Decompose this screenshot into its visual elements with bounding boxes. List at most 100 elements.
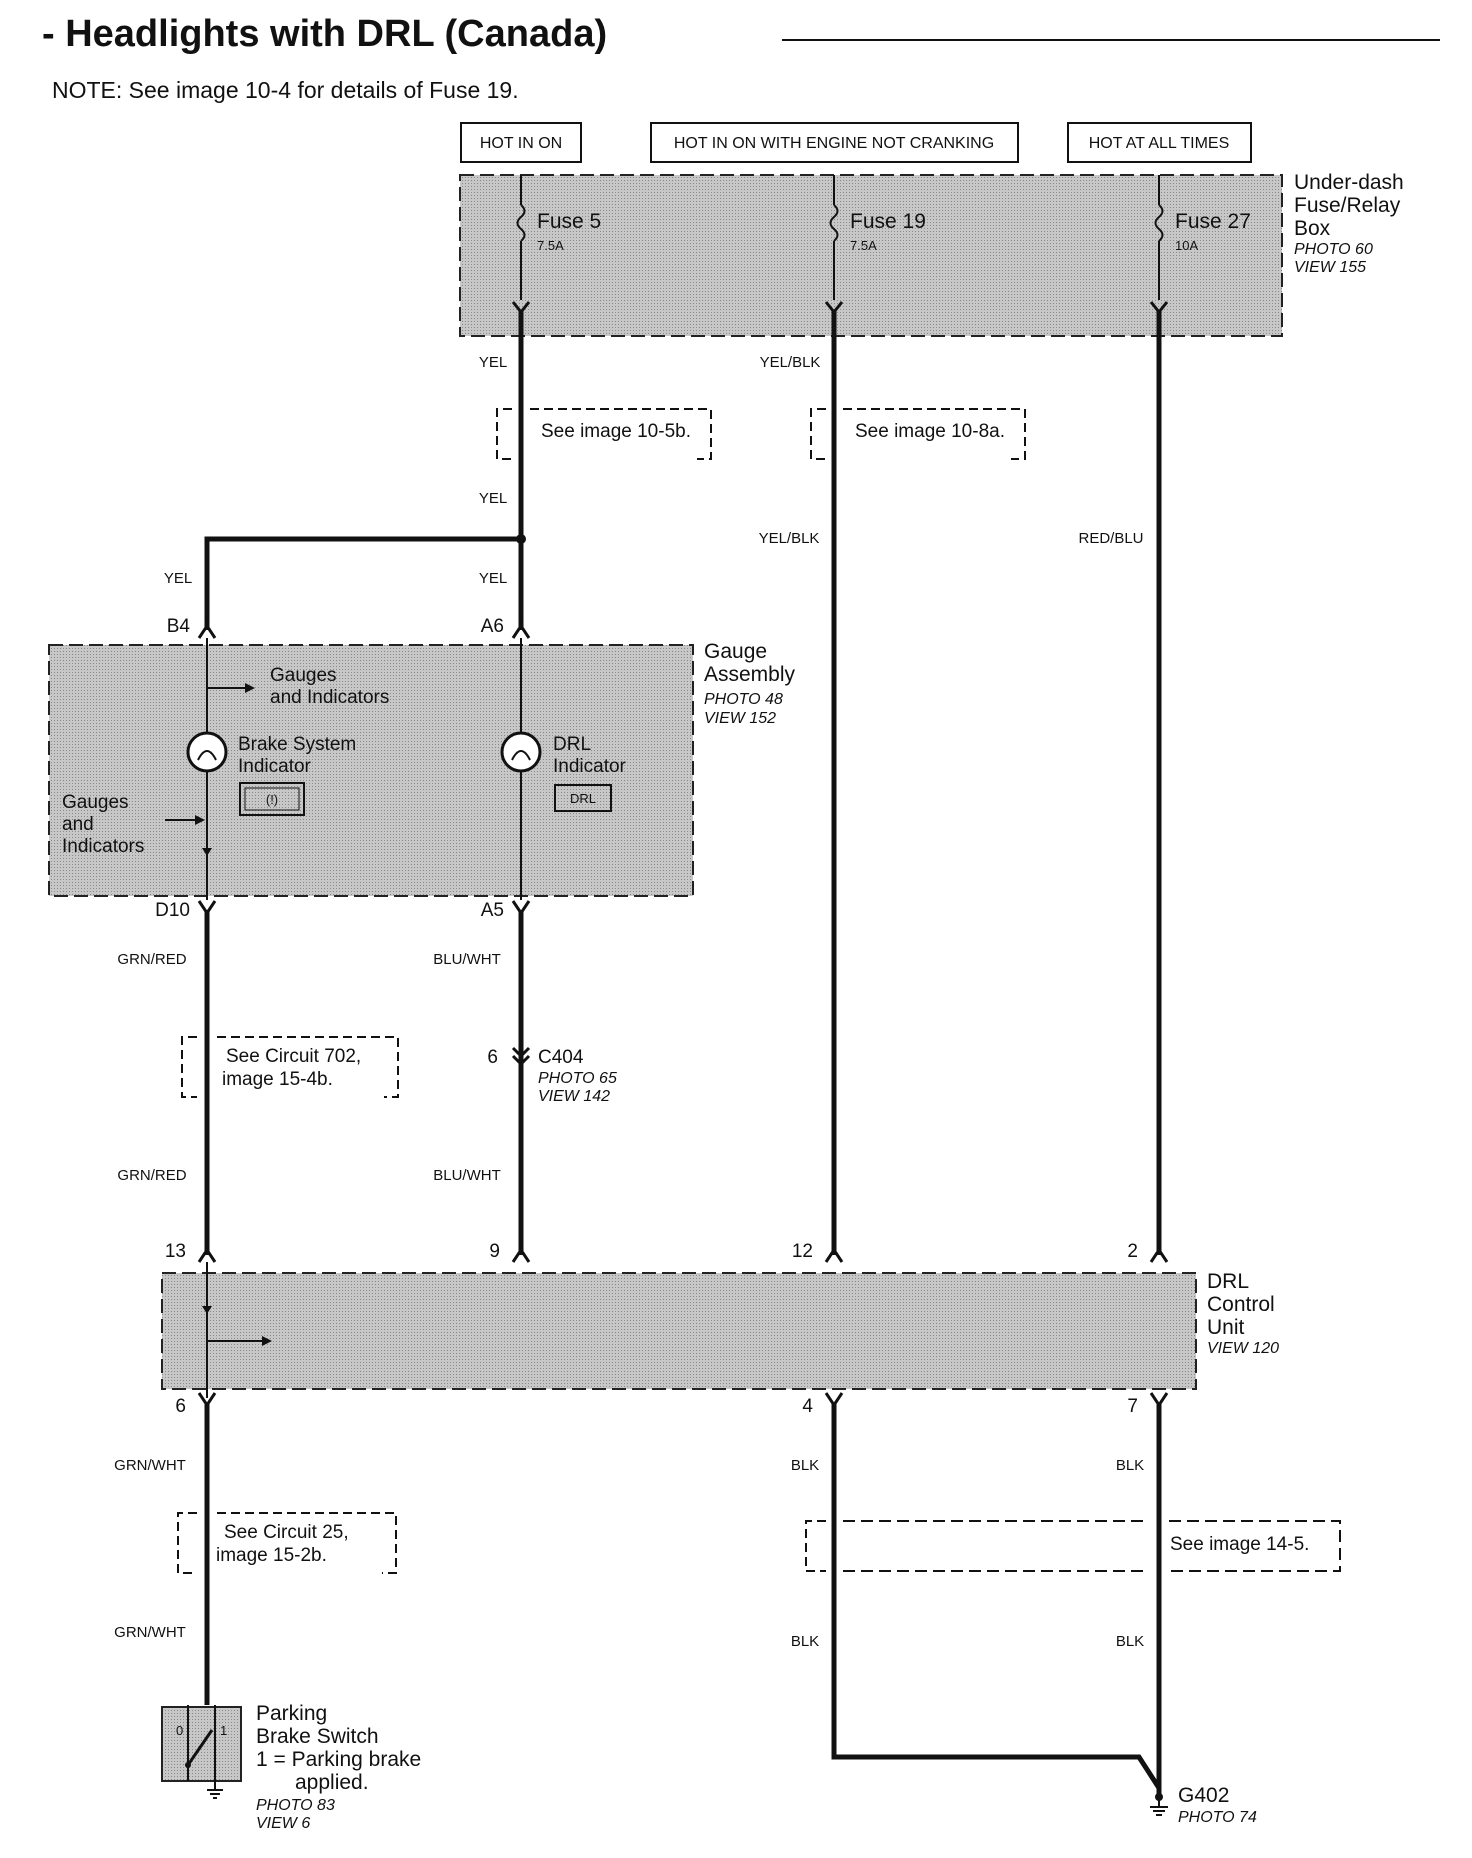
see-ref-text: See Circuit 25, xyxy=(224,1522,349,1543)
drl-symbol-text: DRL xyxy=(570,791,596,806)
wire-label: GRN/RED xyxy=(117,951,186,968)
fuse-rating: 7.5A xyxy=(850,238,877,253)
see-ref-text: See Circuit 702, xyxy=(226,1046,361,1067)
fuse-box-label: Box xyxy=(1294,217,1331,240)
pin-label: 6 xyxy=(175,1396,186,1417)
fuse-name: Fuse 19 xyxy=(850,210,926,233)
parking-brake-switch: 0 1 xyxy=(161,1705,242,1799)
pin-arrow xyxy=(197,1247,217,1263)
connector-view: VIEW 142 xyxy=(538,1088,610,1105)
see-ref-text: See image 10-5b. xyxy=(541,421,691,442)
fuse-note: NOTE: See image 10-4 for details of Fuse… xyxy=(52,77,519,103)
parking-switch-view: VIEW 6 xyxy=(256,1815,310,1832)
switch-pos-0: 0 xyxy=(176,1723,183,1738)
power-label-text: HOT IN ON xyxy=(480,135,562,152)
drl-unit-label: Unit xyxy=(1207,1316,1245,1339)
drl-symbol-icon xyxy=(554,784,612,812)
gauge-branch-arrow xyxy=(195,815,205,825)
ground-photo: PHOTO 74 xyxy=(1178,1809,1257,1826)
drl-indicator: DRL Indicator DRL xyxy=(500,731,627,812)
connector-chevron xyxy=(511,1054,531,1067)
fuse-box-photo: PHOTO 60 xyxy=(1294,241,1373,258)
ground-name: G402 xyxy=(1178,1784,1229,1807)
fuse-rating: 10A xyxy=(1175,238,1198,253)
fuse-19: Fuse 19 7.5A xyxy=(829,175,926,300)
ground-g402: G402 PHOTO 74 xyxy=(1150,1784,1257,1826)
see-ref-text: image 15-4b. xyxy=(222,1069,333,1090)
parking-switch-label: 1 = Parking brake xyxy=(256,1748,421,1771)
drl-unit-label: DRL xyxy=(1207,1270,1249,1293)
fuse-name: Fuse 5 xyxy=(537,210,601,233)
wire-label: BLK xyxy=(1116,1457,1144,1474)
drl-internal-arrow xyxy=(202,1306,212,1314)
pin-arrow xyxy=(197,623,217,639)
see-image-10-8a[interactable]: See image 10-8a. xyxy=(810,408,1026,460)
connector-pin: 6 xyxy=(487,1047,498,1068)
power-label-text: HOT AT ALL TIMES xyxy=(1089,135,1230,152)
drl-control-unit xyxy=(161,1272,1197,1390)
pin-label: 9 xyxy=(489,1241,500,1262)
brake-warning-symbol: (!) xyxy=(266,792,278,807)
wire-label: YEL xyxy=(479,490,507,507)
fuse-name: Fuse 27 xyxy=(1175,210,1251,233)
bulb-filament-icon xyxy=(511,750,531,761)
gauges-text: Gauges xyxy=(270,665,337,686)
wire-label: YEL/BLK xyxy=(759,530,820,547)
wire-yel-branch xyxy=(204,536,521,630)
fuse-27: Fuse 27 10A xyxy=(1154,175,1251,300)
gauge-assembly-photo: PHOTO 48 xyxy=(704,691,783,708)
pin-label: 12 xyxy=(792,1241,813,1262)
wire-blk-left xyxy=(831,1403,1162,1790)
drl-unit-view: VIEW 120 xyxy=(1207,1340,1279,1357)
fuse-box-label: Under-dash xyxy=(1294,171,1404,194)
see-image-10-5b[interactable]: See image 10-5b. xyxy=(496,408,712,460)
pin-label: A5 xyxy=(481,900,504,921)
power-label-text: HOT IN ON WITH ENGINE NOT CRANKING xyxy=(674,135,994,152)
power-label-hot-at-all-times: HOT AT ALL TIMES xyxy=(1067,122,1252,163)
connector-name: C404 xyxy=(538,1047,584,1068)
wire-label: RED/BLU xyxy=(1078,530,1143,547)
indicator-name: Brake System xyxy=(238,734,356,755)
see-circuit-25[interactable]: See Circuit 25, image 15-2b. xyxy=(177,1512,397,1574)
gauges-text: and Indicators xyxy=(270,687,389,708)
pin-label: 4 xyxy=(802,1396,813,1417)
wire-label: YEL/BLK xyxy=(760,354,821,371)
fuse-box-view: VIEW 155 xyxy=(1294,259,1366,276)
connector-chevron xyxy=(511,1046,531,1059)
see-circuit-702[interactable]: See Circuit 702, image 15-4b. xyxy=(181,1036,399,1098)
power-label-hot-engine-not-cranking: HOT IN ON WITH ENGINE NOT CRANKING xyxy=(650,122,1019,163)
switch-pos-1: 1 xyxy=(220,1723,227,1738)
gauge-assembly xyxy=(48,644,694,897)
fuse-rating: 7.5A xyxy=(537,238,564,253)
pin-label: B4 xyxy=(167,616,191,637)
brake-warning-icon xyxy=(239,782,305,816)
connector-c404: 6 C404 PHOTO 65 VIEW 142 xyxy=(487,1046,617,1105)
indicator-name: Indicator xyxy=(553,756,627,777)
wire-label: YEL xyxy=(164,570,192,587)
pin-label: 13 xyxy=(165,1241,186,1262)
ground-icon xyxy=(1150,1797,1168,1816)
gauges-text: and xyxy=(62,814,94,835)
pin-label: 2 xyxy=(1127,1241,1138,1262)
parking-switch-label: Parking xyxy=(256,1702,327,1725)
brake-system-indicator: Brake System Indicator (!) xyxy=(186,731,356,816)
parking-switch-photo: PHOTO 83 xyxy=(256,1797,335,1814)
see-image-14-5[interactable]: See image 14-5. xyxy=(805,1520,1341,1572)
wire-label: YEL xyxy=(479,570,507,587)
see-ref-text: image 15-2b. xyxy=(216,1545,327,1566)
wire-label: BLK xyxy=(791,1633,819,1650)
pin-arrow xyxy=(511,1247,531,1263)
pin-arrow xyxy=(197,900,217,916)
wire-label: BLU/WHT xyxy=(433,1167,501,1184)
wire-label: YEL xyxy=(479,354,507,371)
indicator-name: Indicator xyxy=(238,756,312,777)
gauge-assembly-view: VIEW 152 xyxy=(704,710,776,727)
see-ref-text: See image 10-8a. xyxy=(855,421,1005,442)
wire-label: BLU/WHT xyxy=(433,951,501,968)
fuse-5: Fuse 5 7.5A xyxy=(516,175,601,300)
gauge-assembly-label: Assembly xyxy=(704,663,796,686)
indicator-name: DRL xyxy=(553,734,591,755)
fuse-box-label: Fuse/Relay xyxy=(1294,194,1401,217)
pin-label: 7 xyxy=(1127,1396,1138,1417)
